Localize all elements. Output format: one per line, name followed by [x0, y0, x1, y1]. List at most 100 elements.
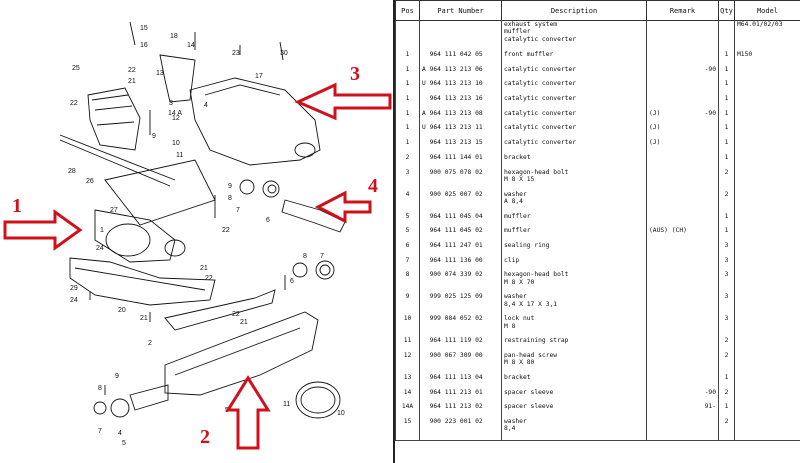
callout-arrow-3	[294, 82, 392, 121]
cell-qty: 1	[718, 373, 735, 389]
cell-pos: 8	[395, 271, 420, 294]
restraining-strap-part	[295, 381, 341, 419]
diagram-label: 7	[236, 207, 240, 214]
cell-qty: 3	[718, 256, 735, 272]
connecting-pipe-part	[281, 199, 346, 233]
diagram-label: 9	[228, 183, 232, 190]
cell-part-number: 964 113 213 15	[419, 139, 502, 154]
cell-qty: 1	[718, 227, 735, 242]
cell-pos: 1	[395, 95, 420, 110]
diagram-label: 10	[172, 140, 180, 147]
cell-qty: 2	[718, 418, 735, 441]
heat-shield-part	[87, 87, 141, 151]
cell-description: muffler	[501, 212, 647, 228]
diagram-label: 2	[148, 340, 152, 347]
diagram-label: 8	[303, 253, 307, 260]
cell-part-number: A 964 113 213 08	[419, 109, 502, 125]
cell-qty: 1	[718, 80, 735, 96]
cell-part-number: 964 111 247 01	[419, 241, 502, 257]
callout-number-1: 1	[12, 195, 22, 217]
cell-description: hexagon-head bolt M 8 X 15	[501, 168, 647, 191]
diagram-label: 21	[200, 265, 208, 272]
diagram-label: 17	[255, 73, 263, 80]
cell-model	[734, 95, 800, 110]
cell-qty: 2	[718, 388, 735, 404]
diagram-label: 5	[122, 440, 126, 447]
cell-remark	[646, 271, 719, 294]
cell-model	[734, 403, 800, 418]
header-model: Model	[734, 0, 800, 21]
diagram-label: 27	[110, 207, 118, 214]
cell-pos: 6	[395, 241, 420, 257]
cell-remark	[646, 315, 719, 338]
cell-part-number: 964 111 213 02	[419, 403, 502, 418]
cell-pos: 12	[395, 351, 420, 374]
rear-muffler-part	[164, 311, 319, 396]
diagram-label: 18	[170, 33, 178, 40]
diagram-label: 12	[172, 115, 180, 122]
cell-qty: 3	[718, 315, 735, 338]
cell-model	[734, 109, 800, 125]
cell-pos: 5	[395, 212, 420, 228]
cell-description: bracket	[501, 153, 647, 169]
cell-qty	[718, 20, 735, 51]
cell-model	[734, 418, 800, 441]
cell-remark: (AUS) (CH)	[646, 227, 719, 242]
cell-model: M150	[734, 51, 800, 66]
remark-range: -90	[704, 109, 716, 117]
cell-description: restraining strap	[501, 337, 647, 352]
diagram-label: 6	[266, 217, 270, 224]
cell-qty: 1	[718, 124, 735, 140]
cell-part-number: 964 111 113 04	[419, 373, 502, 389]
diagram-label: 20	[118, 307, 126, 314]
callout-number-4: 4	[368, 175, 378, 197]
cell-pos: 14A	[395, 403, 420, 418]
cell-qty: 1	[718, 212, 735, 228]
cell-pos: 7	[395, 256, 420, 272]
cell-model	[734, 168, 800, 191]
cell-pos: 2	[395, 153, 420, 169]
cell-model	[734, 293, 800, 316]
cell-model	[734, 212, 800, 228]
cell-remark: -90(J)	[646, 109, 719, 125]
cell-remark	[646, 212, 719, 228]
cell-description: clip	[501, 256, 647, 272]
remark-range: -90	[704, 65, 716, 73]
cell-qty: 1	[718, 403, 735, 418]
diagram-label: 7	[98, 428, 102, 435]
cell-model	[734, 139, 800, 154]
exploded-parts-diagram: 16 14 23 30 15 18 25 22 21 13 17 3 4 22 …	[0, 0, 395, 463]
cell-description: sealing ring	[501, 241, 647, 257]
cell-part-number: 900 223 001 02	[419, 418, 502, 441]
diagram-label: 22	[70, 100, 78, 107]
cell-pos: 1	[395, 109, 420, 125]
cell-remark: (J)	[646, 124, 719, 140]
cell-qty: 1	[718, 65, 735, 81]
cell-model	[734, 124, 800, 140]
cell-pos: 1	[395, 139, 420, 154]
cell-remark	[646, 256, 719, 272]
diagram-label: 13	[156, 70, 164, 77]
cell-part-number: 999 084 052 02	[419, 315, 502, 338]
cell-pos: 14	[395, 388, 420, 404]
diagram-label: 8	[228, 195, 232, 202]
remark-range: 91-	[704, 403, 716, 411]
parts-list: Pos Part Number Description Remark Qty M…	[395, 0, 800, 463]
cell-remark: -90	[646, 65, 719, 81]
cell-description: bracket	[501, 373, 647, 389]
diagram-label: 22	[128, 67, 136, 74]
diagram-label: 8	[98, 385, 102, 392]
cell-part-number: 900 075 078 02	[419, 168, 502, 191]
cell-part-number: 964 111 045 04	[419, 212, 502, 228]
cell-qty: 2	[718, 337, 735, 352]
cell-model	[734, 337, 800, 352]
cell-part-number: 900 067 309 00	[419, 351, 502, 374]
cell-part-number: 964 111 119 02	[419, 337, 502, 352]
cell-pos: 1	[395, 65, 420, 81]
